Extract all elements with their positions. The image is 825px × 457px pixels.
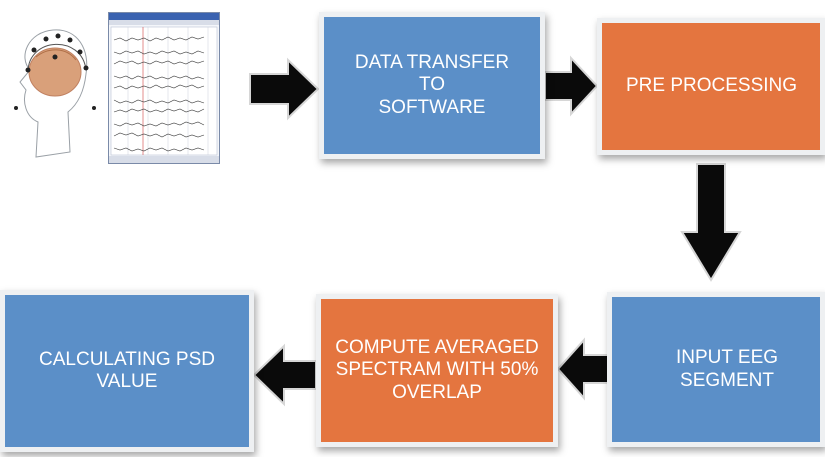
step-data-transfer-label: DATA TRANSFER TO SOFTWARE [354,51,510,118]
eeg-electrode-head-icon [14,29,96,158]
arrow-to-data-transfer [249,57,320,121]
step-input-eeg-segment: INPUT EEG SEGMENT [607,292,825,447]
arrow-to-pre-processing [544,55,599,117]
step-data-transfer: DATA TRANSFER TO SOFTWARE [319,12,545,159]
step-input-eeg-label: INPUT EEG SEGMENT [675,347,779,391]
step-calculating-psd: CALCULATING PSD VALUE [0,290,254,452]
arrow-to-compute-spectrum [556,337,609,401]
arrow-to-calc-psd [252,343,317,407]
step-compute-averaged-spectrum: COMPUTE AVERAGED SPECTRAM WITH 50% OVERL… [316,294,558,447]
arrow-to-input-eeg [680,163,742,282]
step-calc-psd-label: CALCULATING PSD VALUE [39,348,215,392]
eeg-recording-window-icon [108,12,220,164]
step-pre-processing-label: PRE PROCESSING [626,75,798,97]
step-compute-spectrum-label: COMPUTE AVERAGED SPECTRAM WITH 50% OVERL… [335,336,539,403]
step-pre-processing: PRE PROCESSING [597,18,825,155]
